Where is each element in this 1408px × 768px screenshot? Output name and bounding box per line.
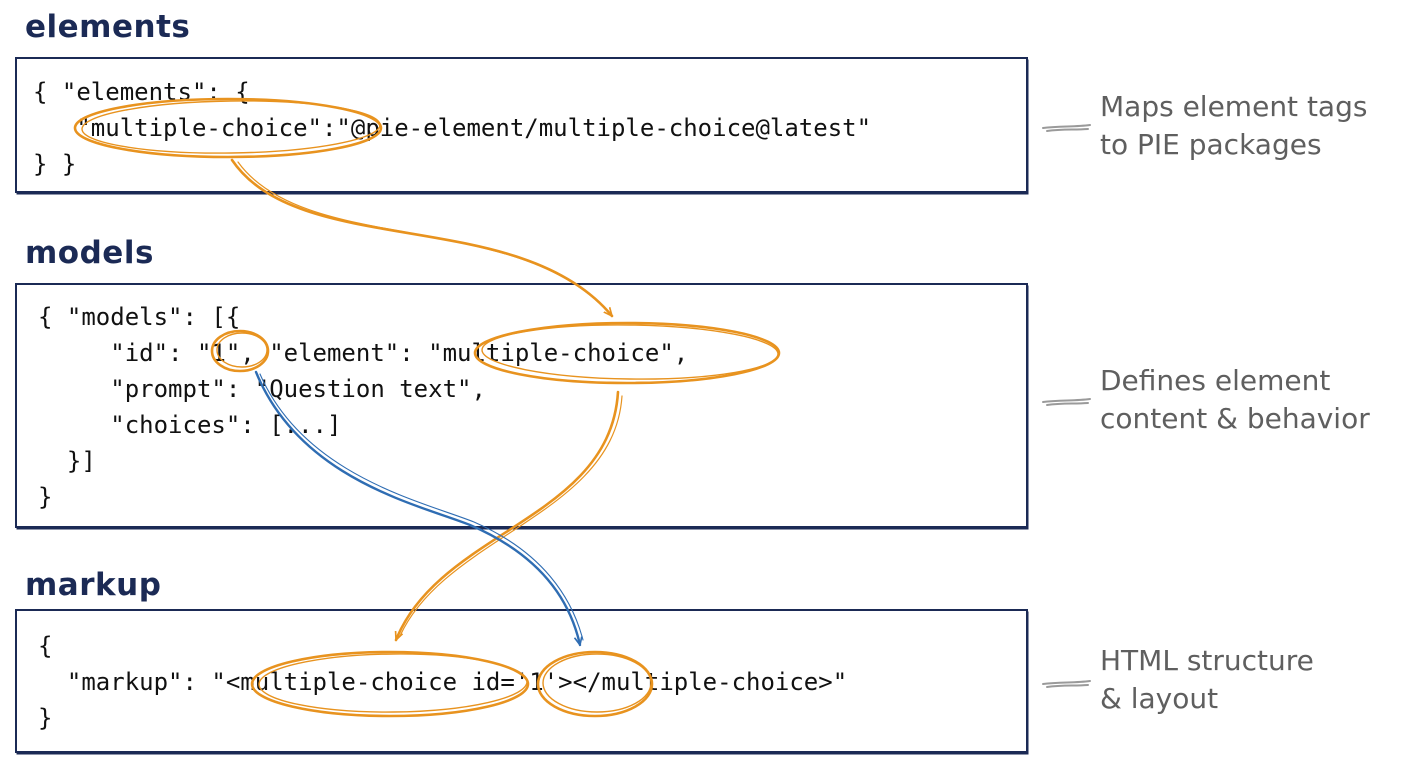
models-code-line: { "models": [{ (38, 303, 241, 331)
models-code-line: }] (38, 447, 96, 475)
models-code-line: "choices": [...] (38, 411, 342, 439)
elements-code-line: { "elements": { (33, 78, 250, 106)
models-code-line: "id": "1", "element": "multiple-choice", (38, 339, 689, 367)
models-code-line: } (38, 483, 53, 511)
elements-note: Maps element tags to PIE packages (1100, 90, 1368, 161)
elements-code-line: "multiple-choice":"@pie-element/multiple… (33, 114, 872, 142)
markup-note: HTML structure & layout (1100, 644, 1314, 715)
models-note-connector-echo (1046, 402, 1089, 406)
markup-code-line: { (38, 632, 53, 660)
markup-note-connector (1042, 680, 1091, 685)
elements-note-connector (1042, 124, 1091, 129)
markup-code-line: "markup": "<multiple-choice id='1'></mul… (38, 668, 848, 696)
elements-note-connector-echo (1046, 128, 1089, 132)
models-note-connector (1042, 398, 1091, 403)
note-connectors (1042, 124, 1091, 688)
markup-note-connector-echo (1046, 684, 1089, 688)
models-note: Defines element content & behavior (1100, 364, 1370, 435)
markup-code-line: } (38, 704, 53, 732)
models-section-title: models (25, 235, 154, 271)
models-code-line: "prompt": "Question text", (38, 375, 486, 403)
elements-code-line: } } (33, 150, 77, 178)
markup-section-title: markup (25, 567, 162, 603)
elements-section-title: elements (25, 9, 191, 45)
